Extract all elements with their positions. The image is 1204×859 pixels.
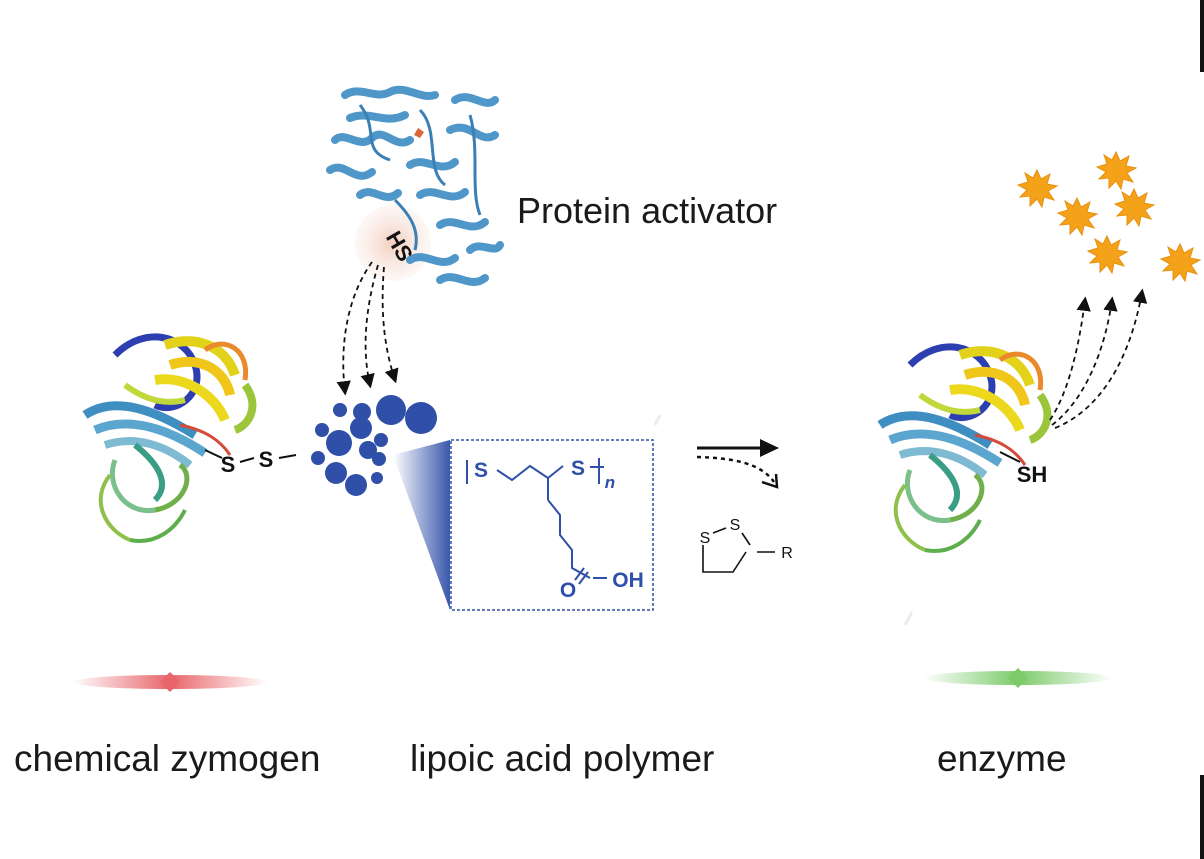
shadow-streak: [653, 414, 662, 426]
zymogen-caption: chemical zymogen: [14, 738, 321, 779]
zoom-wedge: [393, 440, 450, 610]
right-edge-bar-top: [1200, 0, 1204, 72]
polymer-structure-box: [450, 439, 654, 611]
zymogen-fluorescence-glow: [72, 672, 268, 692]
polymer-carbonyl-o: O: [560, 579, 576, 602]
dithiolane-structure: [702, 527, 775, 573]
protein-activator-structure: [326, 85, 504, 286]
enzyme-fluorescence-glow: [923, 668, 1113, 688]
nanoparticle-cluster-icon: [311, 395, 437, 496]
enzyme-protein-structure: [880, 347, 1047, 551]
zymogen-sulfur-2: S: [259, 447, 274, 472]
polymer-sulfur-left: S: [474, 459, 488, 482]
enzyme-thiol-label: SH: [1017, 462, 1048, 487]
polymer-sulfur-right: S: [571, 457, 585, 480]
protein-activator-label: Protein activator: [517, 190, 778, 231]
catalysis-arrows: [1049, 288, 1148, 429]
shadow-streak: [903, 611, 914, 626]
polymer-repeat-unit: [466, 458, 607, 585]
zymogen-linker: [204, 449, 223, 459]
dithiolane-sulfur-1: S: [700, 530, 711, 547]
polymer-caption: lipoic acid polymer: [410, 738, 715, 779]
star-product-icon: [1016, 150, 1202, 283]
enzyme-caption: enzyme: [937, 738, 1067, 779]
activator-attack-arrows: [336, 261, 399, 396]
reaction-arrow-icon: [696, 439, 779, 489]
enzyme-thiol-bond: [999, 451, 1021, 463]
zymogen-sulfur-1: S: [221, 452, 236, 477]
zymogen-protein-structure: [85, 337, 252, 541]
disulfide-bond: [239, 457, 255, 463]
right-edge-bar-bottom: [1200, 775, 1204, 859]
dithiolane-substituent: R: [781, 545, 793, 562]
polymer-linker: [278, 454, 297, 459]
polymer-hydroxyl: OH: [612, 569, 644, 592]
polymer-repeat-n: n: [605, 473, 615, 492]
dithiolane-sulfur-2: S: [730, 517, 741, 534]
